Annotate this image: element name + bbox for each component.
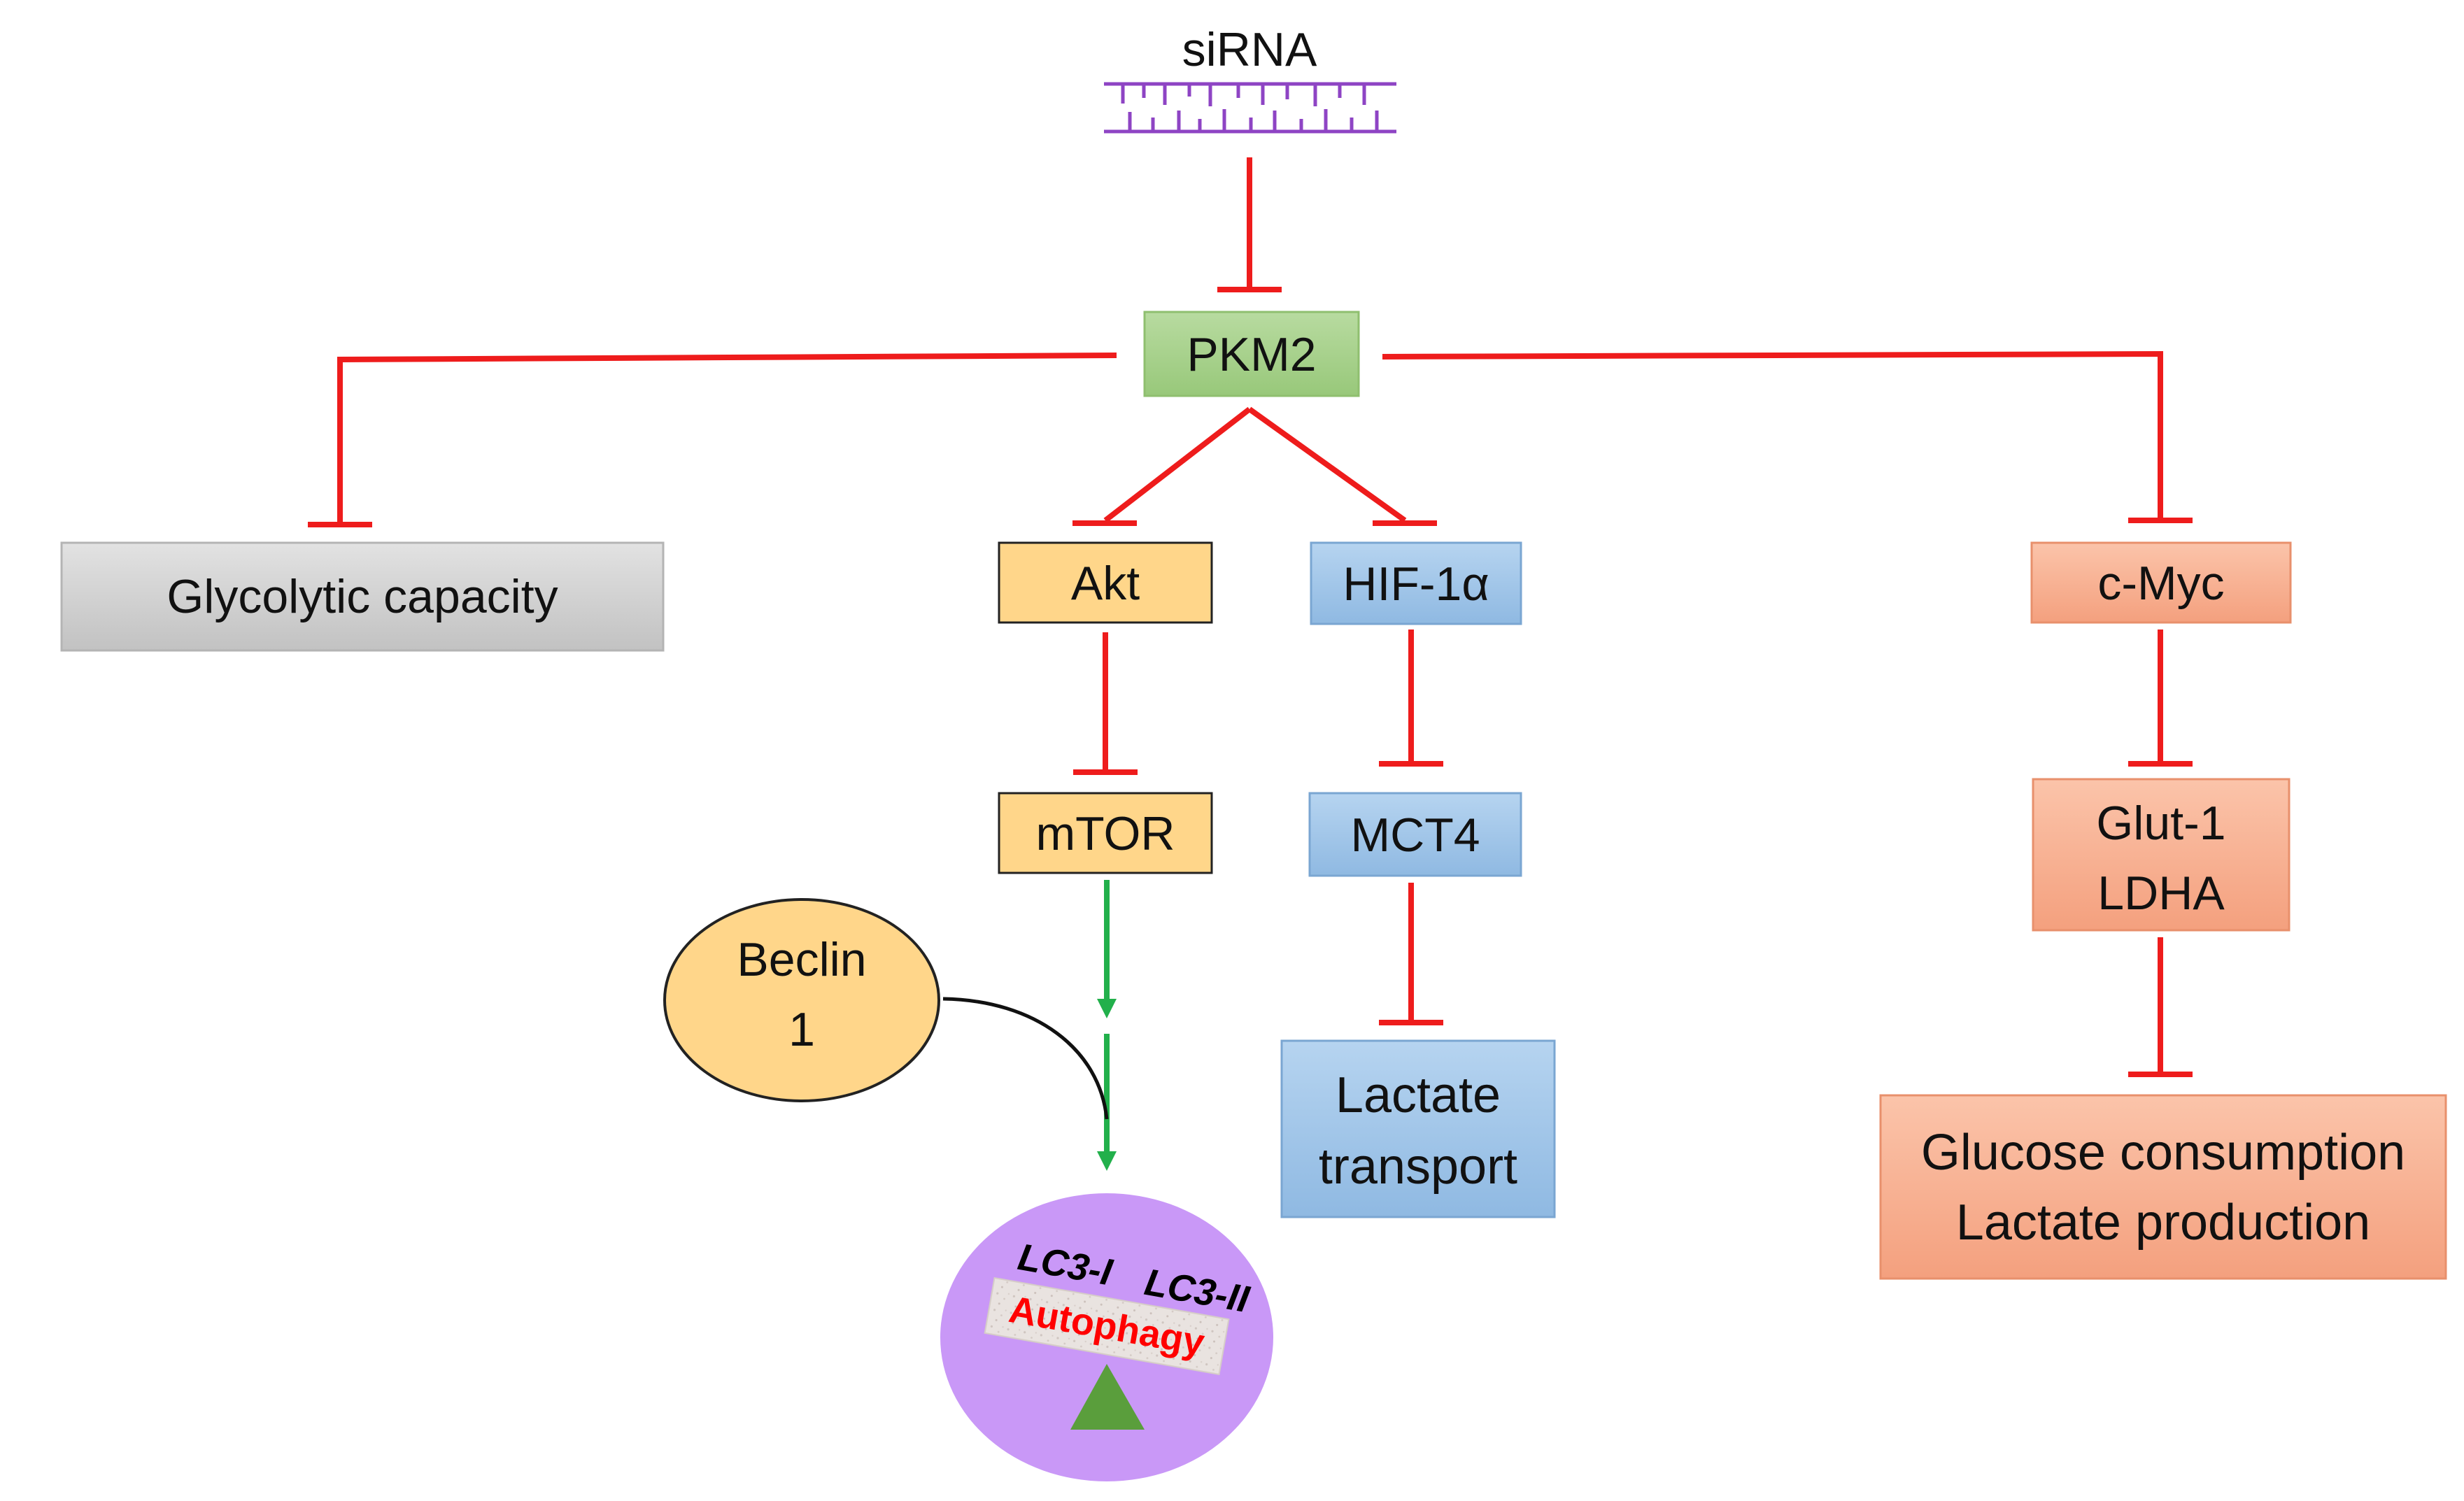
mtor-label: mTOR bbox=[1036, 807, 1175, 860]
mct4-node: MCT4 bbox=[1308, 792, 1522, 877]
mtor-node: mTOR bbox=[998, 792, 1213, 874]
cmyc-node: c-Myc bbox=[2030, 541, 2292, 624]
glycolytic-capacity-node: Glycolytic capacity bbox=[60, 541, 665, 652]
inhibit-mct4-lactate bbox=[1379, 883, 1443, 1025]
inhibit-cmyc-glut bbox=[2128, 629, 2193, 767]
autophagy-node: Autophagy LC3-I LC3-II bbox=[940, 1193, 1273, 1481]
balance-beam bbox=[984, 1276, 1230, 1376]
glucose-consumption-node: Glucose consumption Lactate production bbox=[1879, 1094, 2447, 1280]
akt-label: Akt bbox=[1071, 557, 1140, 610]
beclin-label-1: Beclin bbox=[737, 933, 866, 986]
inhibit-hif-mct4 bbox=[1379, 629, 1443, 767]
hif-label: HIF-1α bbox=[1343, 557, 1489, 611]
beclin-connector bbox=[942, 997, 1109, 1120]
glut-label: Glut-1 bbox=[2096, 797, 2225, 850]
inhibition-connectors bbox=[308, 157, 2193, 1077]
sirna-node: siRNA bbox=[1104, 23, 1396, 134]
ldha-label: LDHA bbox=[2097, 867, 2225, 920]
balance-fulcrum-icon bbox=[1070, 1364, 1145, 1430]
hif-node: HIF-1α bbox=[1310, 541, 1522, 625]
cmyc-label: c-Myc bbox=[2097, 557, 2224, 610]
inhibit-glut-glucose bbox=[2128, 937, 2193, 1077]
inhibit-pkm2-cmyc bbox=[1382, 350, 2193, 523]
sirna-duplex-icon bbox=[1104, 82, 1396, 134]
inhibit-sirna-pkm2 bbox=[1217, 157, 1282, 292]
mct4-label: MCT4 bbox=[1350, 809, 1480, 862]
lactate-transport-label-1: Lactate bbox=[1336, 1067, 1501, 1123]
beclin-label-2: 1 bbox=[788, 1003, 815, 1056]
pkm2-node: PKM2 bbox=[1143, 311, 1360, 397]
pkm2-label: PKM2 bbox=[1187, 328, 1316, 381]
beclin-node: Beclin 1 bbox=[663, 898, 940, 1102]
lactate-production-label: Lactate production bbox=[1956, 1195, 2370, 1251]
inhibit-pkm2-akt bbox=[1072, 406, 1252, 526]
glut-ldha-node: Glut-1 LDHA bbox=[2032, 778, 2290, 932]
inhibit-pkm2-glycolytic bbox=[308, 353, 1117, 527]
activate-mtor-arrowhead-1 bbox=[1097, 999, 1117, 1018]
inhibit-pkm2-hif bbox=[1247, 406, 1437, 526]
glucose-consumption-label: Glucose consumption bbox=[1921, 1125, 2405, 1181]
sirna-label: siRNA bbox=[1182, 23, 1317, 76]
lactate-transport-label-2: transport bbox=[1319, 1139, 1517, 1195]
lactate-transport-node: Lactate transport bbox=[1280, 1039, 1556, 1218]
activation-connectors bbox=[1097, 880, 1117, 1171]
akt-node: Akt bbox=[998, 541, 1213, 624]
activate-autophagy-arrowhead bbox=[1097, 1151, 1117, 1171]
inhibit-akt-mtor bbox=[1073, 632, 1138, 775]
glycolytic-capacity-label: Glycolytic capacity bbox=[167, 570, 558, 623]
